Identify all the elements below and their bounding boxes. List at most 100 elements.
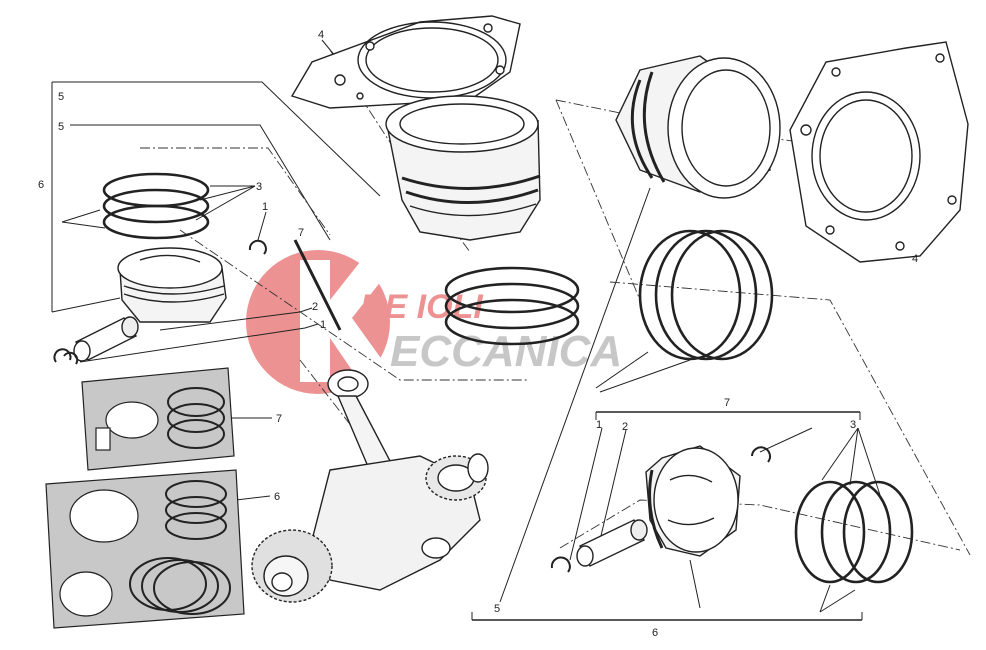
circlip: [550, 556, 571, 573]
circlip: [751, 446, 771, 463]
label-7-left: 7: [298, 227, 304, 239]
gasket-hole: [495, 65, 505, 75]
cylinder-head-gasket-right: [789, 41, 969, 263]
bracket-7-ends: [595, 412, 861, 420]
label-2-left: 2: [312, 301, 318, 313]
label-6-right: 6: [652, 627, 658, 639]
kit-piston: [105, 401, 159, 439]
pin-end: [73, 340, 91, 362]
ring: [794, 480, 866, 584]
piston-pin-right: [576, 519, 648, 567]
cylinder-right-bore: [681, 69, 771, 187]
gasket-hole: [895, 241, 905, 251]
circlips-right: [550, 446, 771, 573]
cylinder-top-rim: [385, 95, 539, 153]
label-4-top: 4: [318, 29, 324, 41]
leader-6-top: [52, 81, 381, 197]
piston-rings-right: [794, 480, 914, 584]
kit-ring: [165, 496, 227, 524]
label-3-left: 3: [256, 181, 262, 193]
kit-box-6: [45, 469, 245, 629]
cylinder-center: [385, 95, 541, 241]
kit-ring: [165, 512, 227, 540]
bracket-7-left: [293, 239, 342, 331]
leader-rings-right: [595, 351, 691, 393]
ring: [638, 229, 742, 361]
label-7-kit: 7: [276, 413, 282, 425]
kit-ring: [153, 561, 231, 615]
label-1-top: 1: [262, 201, 268, 213]
gasket-hole: [483, 23, 493, 33]
label-2-right: 2: [622, 421, 628, 433]
label-7-right: 7: [724, 397, 730, 409]
kit-ring: [167, 403, 225, 433]
pin-end: [121, 316, 139, 338]
piston-rings-left: [102, 172, 210, 240]
label-4-right: 4: [912, 253, 918, 265]
cylinder-band: [405, 188, 539, 204]
watermark-k-mark: [300, 260, 398, 382]
crank-shaft-end: [271, 572, 293, 592]
piston-crown: [117, 247, 223, 289]
kit-box-7: [81, 367, 235, 471]
piston-rings-right-top: [638, 229, 774, 361]
label-5-left-b: 5: [58, 121, 64, 133]
pin-end: [630, 519, 648, 541]
ring: [444, 282, 580, 330]
label-1-left: 1: [320, 319, 326, 331]
cylinder-band: [409, 203, 537, 217]
label-5-right: 5: [494, 603, 500, 615]
piston-valve-relief: [139, 254, 201, 263]
watermark-logo: RE IOLI ECCANICA: [246, 250, 622, 394]
leader-piston-right: [689, 559, 701, 609]
kit-ring: [165, 480, 227, 508]
gasket-hole: [935, 53, 945, 63]
cylinder-head-gasket-top: [290, 15, 521, 109]
gasket-right-outline: [789, 41, 969, 263]
piston-grooves: [123, 285, 225, 303]
label-1-right-a: 1: [596, 419, 602, 431]
piston-right-grooves: [648, 469, 664, 549]
leader-3-left: [195, 185, 256, 221]
cylinder-right: [615, 55, 781, 199]
axis-right-long: [609, 281, 971, 556]
callout-labels: 4 5 5 6 3 1 7 2 1 7 6 4 7 1 2 3 5 6: [38, 29, 918, 639]
ring: [820, 480, 892, 584]
gasket-bore-inner: [365, 27, 499, 93]
gasket-hole: [831, 67, 841, 77]
bracket-6-ends: [471, 612, 863, 620]
leader-6-rings: [61, 209, 106, 229]
piston-right-crown: [653, 447, 739, 553]
ring: [444, 298, 580, 346]
gasket-hole: [947, 195, 957, 205]
crank-journal: [467, 453, 489, 483]
leaders-1-2-right: [569, 427, 813, 561]
axis-left-1: [140, 147, 331, 236]
cylinder-band: [401, 174, 541, 190]
piston-rings-center: [444, 266, 580, 346]
leader-1-left: [79, 323, 319, 363]
watermark-line2: ECCANICA: [390, 327, 622, 376]
gasket-right-bore: [811, 91, 921, 221]
kit-ring: [167, 419, 225, 449]
label-3-right: 3: [850, 419, 856, 431]
gasket-hole: [356, 92, 364, 100]
crankshaft: [251, 453, 489, 603]
leader-1-top: [257, 211, 267, 241]
gasket-outline: [290, 15, 521, 109]
leader-5-right: [499, 187, 651, 603]
ring: [842, 480, 914, 584]
cylinder-right-bands: [630, 71, 666, 183]
label-6-kit: 6: [274, 491, 280, 503]
ring: [102, 188, 210, 224]
piston-left: [117, 247, 227, 323]
gasket-hole: [334, 74, 346, 86]
kit-cylinder: [69, 489, 139, 543]
leader-6-kit: [235, 495, 271, 501]
gasket-right-bore-inner: [819, 99, 913, 213]
label-5-left: 5: [58, 91, 64, 103]
ring: [102, 204, 210, 240]
gasket-hole: [365, 41, 375, 51]
